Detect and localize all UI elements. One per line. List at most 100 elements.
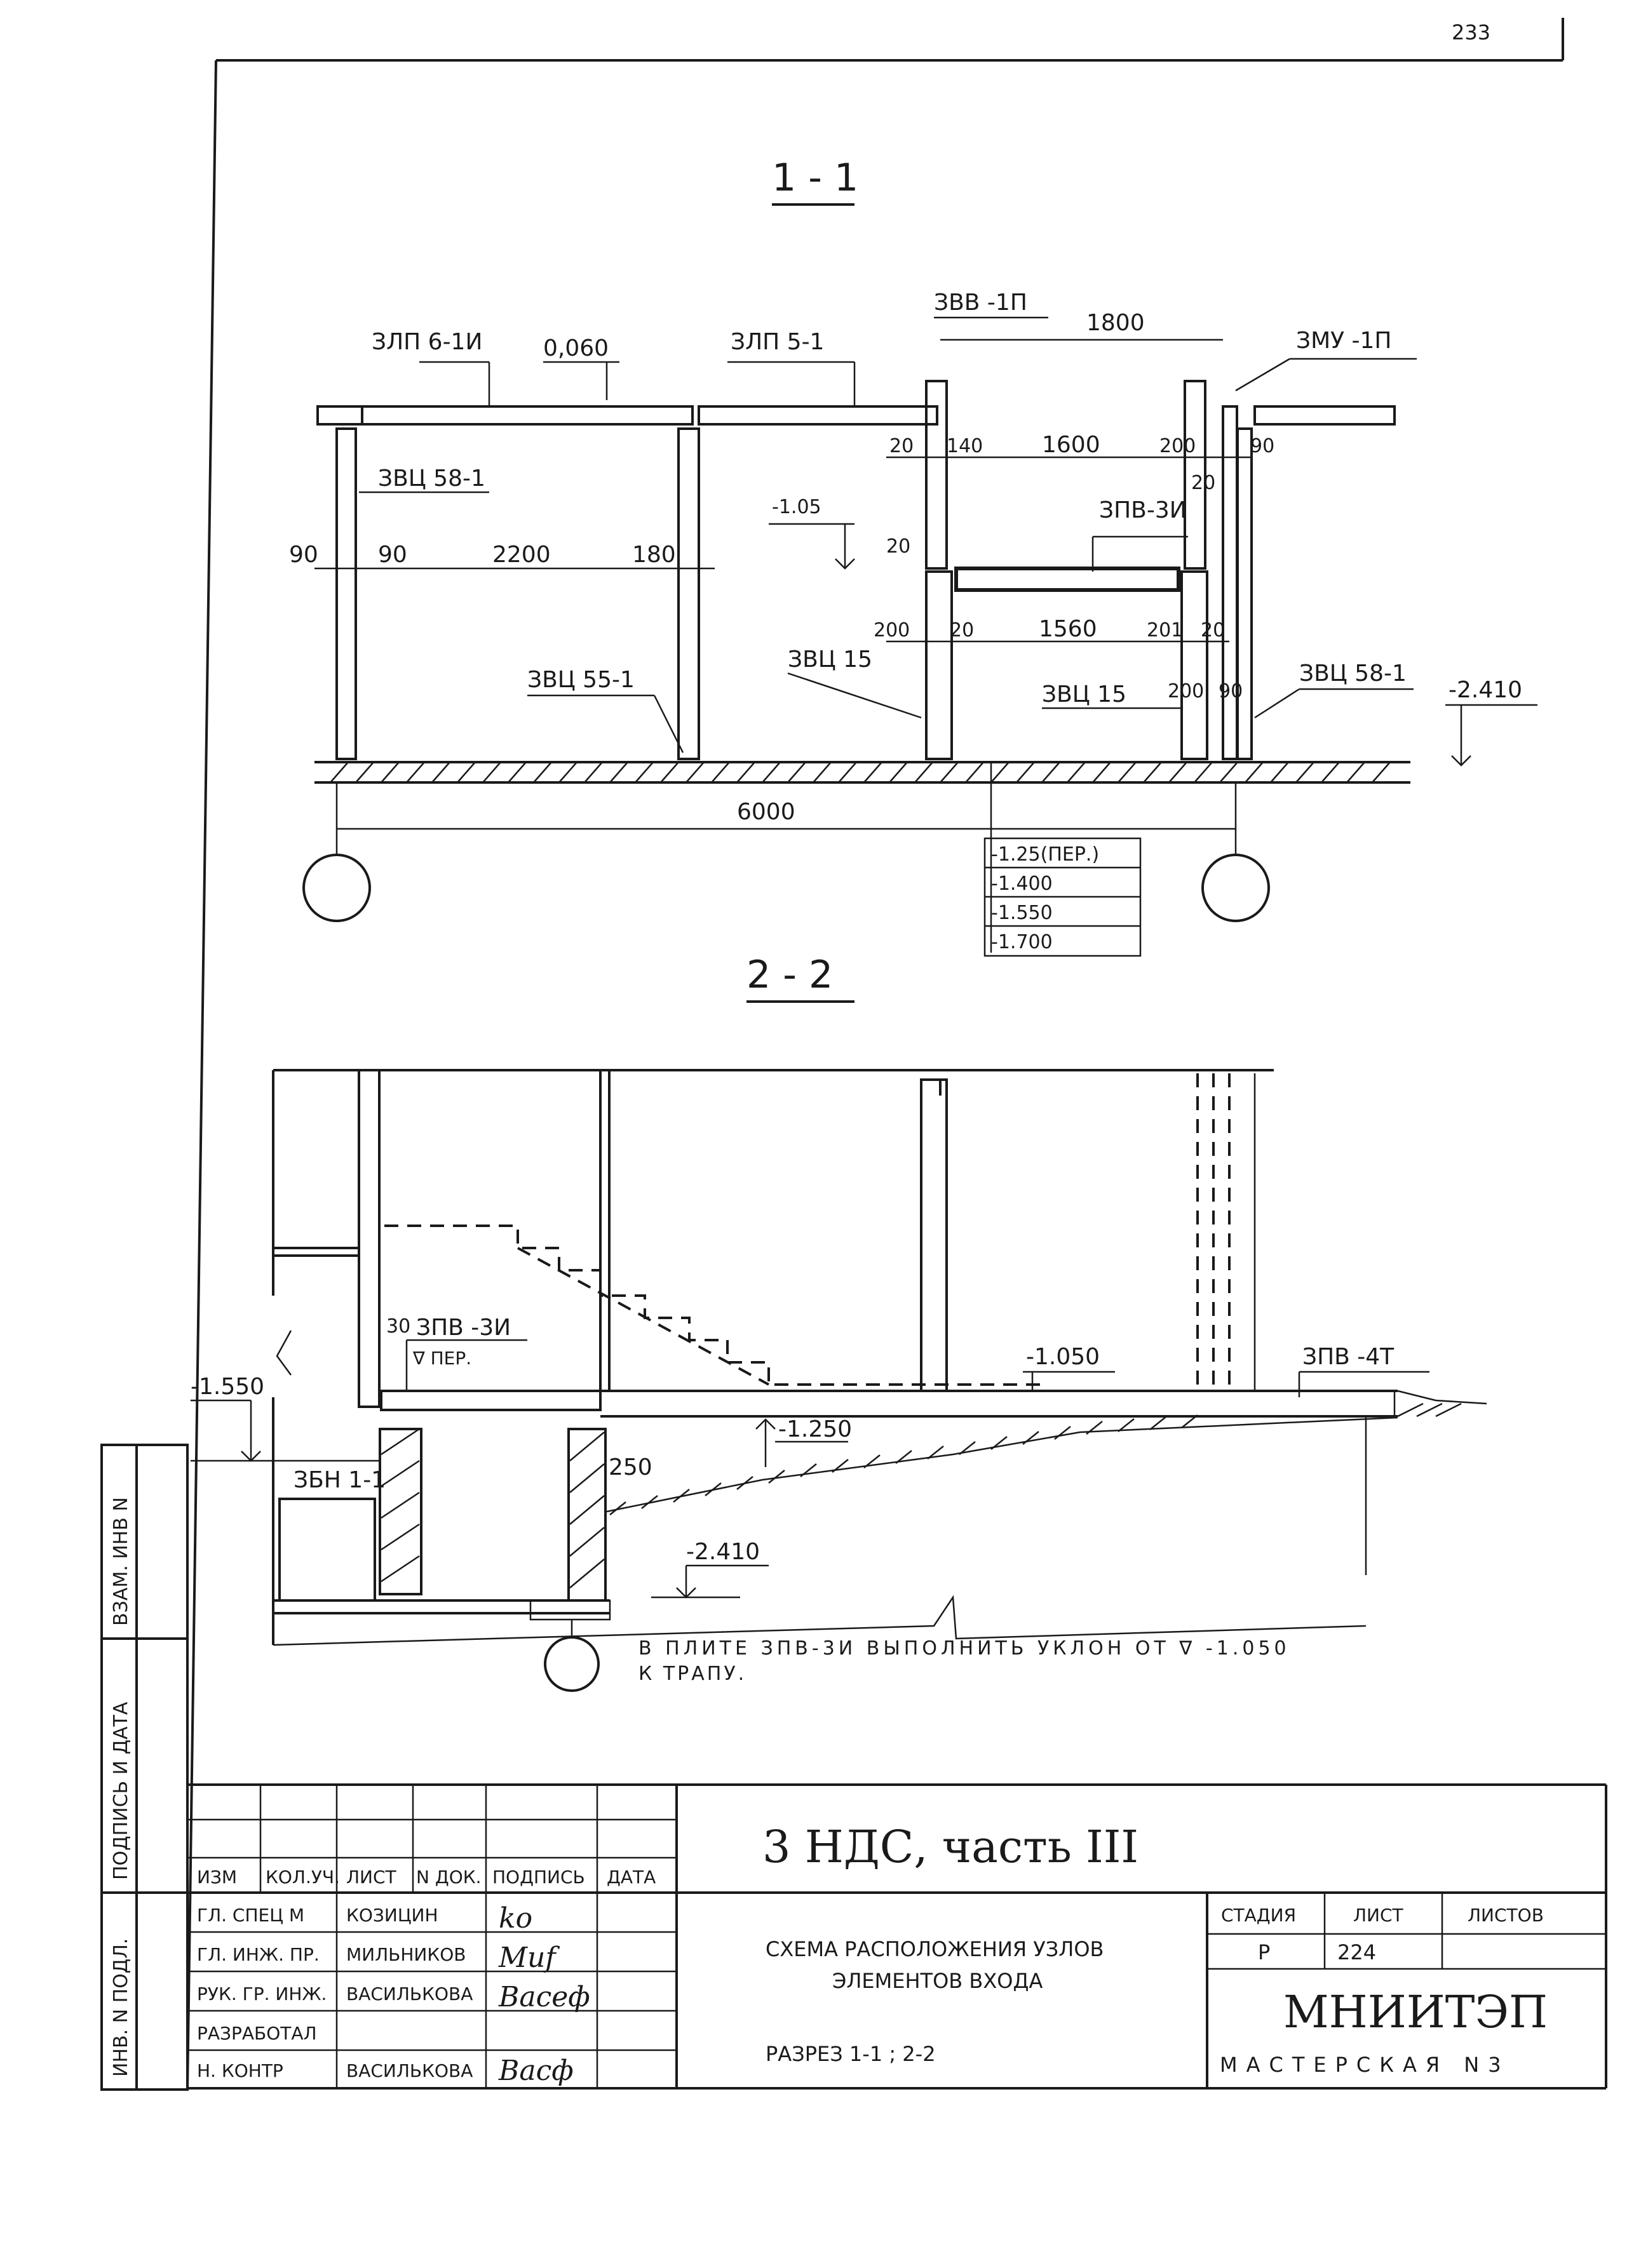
level-2410-arrow	[1451, 755, 1471, 767]
label-zvv-1p: ЗВВ -1П	[934, 290, 1027, 316]
wall-zvts15-left	[925, 570, 953, 760]
side-stamp-frame	[100, 1444, 189, 2091]
staff-signature-2: Васеф	[498, 1981, 590, 2013]
drawing-title-line-1: СХЕМА РАСПОЛОЖЕНИЯ УЗЛОВ	[766, 1937, 1104, 1961]
wall-upper-right-vestibule	[1184, 380, 1206, 570]
stamp-podpis-data: ПОДПИСЬ И ДАТА	[110, 1701, 132, 1880]
label-level-105: -1.05	[772, 496, 821, 518]
levels-table: -1.25(ПЕР.) -1.400 -1.550 -1.700	[983, 837, 1142, 957]
revision-grid	[187, 1785, 677, 2088]
wall-2-left	[358, 1069, 381, 1408]
slab-left-end	[316, 405, 363, 426]
wall-zvts15-right	[1180, 570, 1208, 760]
wall-middle	[677, 427, 700, 760]
label-dim-200c: 200	[1168, 680, 1204, 702]
label-level-1550: -1.550	[191, 1374, 264, 1400]
section-1-1-title: 1 - 1	[772, 156, 858, 200]
foundation-wall-middle	[567, 1428, 607, 1602]
slab-zpv-3i	[954, 567, 1180, 592]
label-dim-90a: 90	[289, 542, 318, 568]
staff-name-0: КОЗИЦИН	[346, 1905, 438, 1926]
label-zlp-6-1i: ЗЛП 6-1И	[372, 329, 482, 355]
label-zvts-58-1-right: ЗВЦ 58-1	[1299, 661, 1407, 687]
staff-role-1: ГЛ. ИНЖ. ПР.	[197, 1944, 320, 1965]
label-zmu-1p: ЗМУ -1П	[1296, 328, 1392, 354]
label-level-0060: 0,060	[543, 335, 609, 361]
label-dim-20d: 20	[1201, 619, 1225, 641]
label-dim-200b: 200	[874, 619, 910, 641]
label-dim-20a: 20	[889, 435, 914, 457]
label-zpv-3i-s2: ЗПВ -3И	[416, 1315, 511, 1341]
staff-signature-4: Васф	[498, 2055, 574, 2087]
staff-role-0: ГЛ. СПЕЦ М	[197, 1905, 304, 1926]
level-row-1: -1.400	[991, 873, 1053, 895]
staff-signature-0: ko	[499, 1902, 532, 1935]
workshop-name: МАСТЕРСКАЯ N3	[1220, 2053, 1510, 2077]
label-dim-2200: 2200	[492, 542, 551, 568]
note-line-1: В ПЛИТЕ ЗПВ-3И ВЫПОЛНИТЬ УКЛОН ОТ ∇ -1.0…	[638, 1637, 1290, 1660]
stamp-inv-podl: ИНВ. N ПОДЛ.	[110, 1938, 132, 2077]
value-stage: Р	[1258, 1940, 1270, 1964]
slab-zlp-5-1	[698, 405, 938, 426]
wall-upper-left-vestibule	[925, 380, 948, 570]
label-level-1050: -1.050	[1026, 1344, 1100, 1370]
wall-left	[335, 427, 357, 760]
stair-outline	[384, 1225, 1042, 1386]
footing-pad	[529, 1599, 611, 1621]
label-dim-90b: 90	[378, 542, 407, 568]
label-dim-30: 30	[386, 1315, 410, 1338]
label-dim-6000: 6000	[737, 799, 795, 825]
label-dim-200a: 200	[1159, 435, 1196, 457]
header-list: ЛИСТ	[346, 1867, 397, 1888]
staff-name-4: ВАСИЛЬКОВА	[346, 2060, 473, 2081]
leader-zmu1p-stem	[1235, 358, 1290, 392]
foundation-wall-left	[379, 1428, 422, 1595]
label-stadiya: СТАДИЯ	[1221, 1905, 1296, 1926]
ground-slope	[606, 1416, 1398, 1513]
label-zpv-4t: ЗПВ -4Т	[1302, 1344, 1395, 1370]
staff-role-2: РУК. ГР. ИНЖ.	[197, 1983, 327, 2004]
label-dim-1800: 1800	[1086, 310, 1145, 336]
slab-right-end	[1253, 405, 1396, 426]
slab-zpv-3i-section2	[380, 1390, 602, 1411]
leader-zvts551-stem	[653, 695, 684, 753]
wall-right-outer	[1236, 427, 1253, 760]
drawing-subtitle: РАЗРЕЗ 1-1 ; 2-2	[766, 2042, 936, 2066]
staff-name-1: МИЛЬНИКОВ	[346, 1944, 466, 1965]
label-zvts-58-1-left: ЗВЦ 58-1	[378, 466, 485, 492]
label-level-2410: -2.410	[1449, 677, 1522, 703]
slab-zlp-6-1i	[361, 405, 694, 426]
bottom-break-line	[273, 1595, 1367, 1646]
section-2-2-title: 2 - 2	[746, 953, 833, 997]
label-dim-20-vertical: 20	[886, 535, 910, 558]
label-dim-201: 201	[1147, 619, 1183, 641]
header-podpis: ПОДПИСЬ	[492, 1867, 585, 1888]
ground-slope-hatch	[609, 1414, 1198, 1515]
axis-marker-right	[1201, 854, 1270, 922]
label-dim-90-right: 90	[1250, 435, 1274, 457]
title-block: ИЗМ КОЛ.УЧ. ЛИСТ N ДОК. ПОДПИСЬ ДАТА ГЛ.…	[187, 1783, 1606, 2088]
label-dim-20b: 20	[1191, 472, 1215, 494]
label-dim-1560: 1560	[1039, 616, 1097, 642]
drawing-title-line-2: ЭЛЕМЕНТОВ ВХОДА	[832, 1969, 1043, 1993]
label-zpv-3i: ЗПВ-3И	[1099, 497, 1187, 523]
leader-zvts581-right-stem	[1254, 688, 1300, 719]
value-sheet: 224	[1337, 1940, 1376, 1964]
foundation-zbn-11	[278, 1498, 376, 1602]
stair-soffit	[517, 1247, 769, 1386]
project-title: 3 НДС, часть III	[762, 1821, 1138, 1873]
org-name: МНИИТЭП	[1283, 1986, 1548, 2038]
foundation-hatch-2	[381, 1428, 605, 1588]
label-dim-180: 180	[632, 542, 676, 568]
stamp-vzam-inv: ВЗАМ. ИНВ N	[110, 1497, 132, 1626]
label-zvts-15-right: ЗВЦ 15	[1042, 681, 1126, 708]
break-mark	[276, 1330, 292, 1376]
label-zvts-55-1: ЗВЦ 55-1	[527, 667, 635, 693]
level-row-0: -1.25(ПЕР.)	[991, 843, 1099, 866]
frame-left	[186, 60, 217, 2090]
label-level-1250: -1.250	[778, 1416, 852, 1442]
foundation-hatch	[330, 762, 1391, 783]
staff-role-4: Н. КОНТР	[197, 2060, 283, 2081]
label-dim-140: 140	[947, 435, 983, 457]
header-izm: ИЗМ	[197, 1867, 237, 1888]
